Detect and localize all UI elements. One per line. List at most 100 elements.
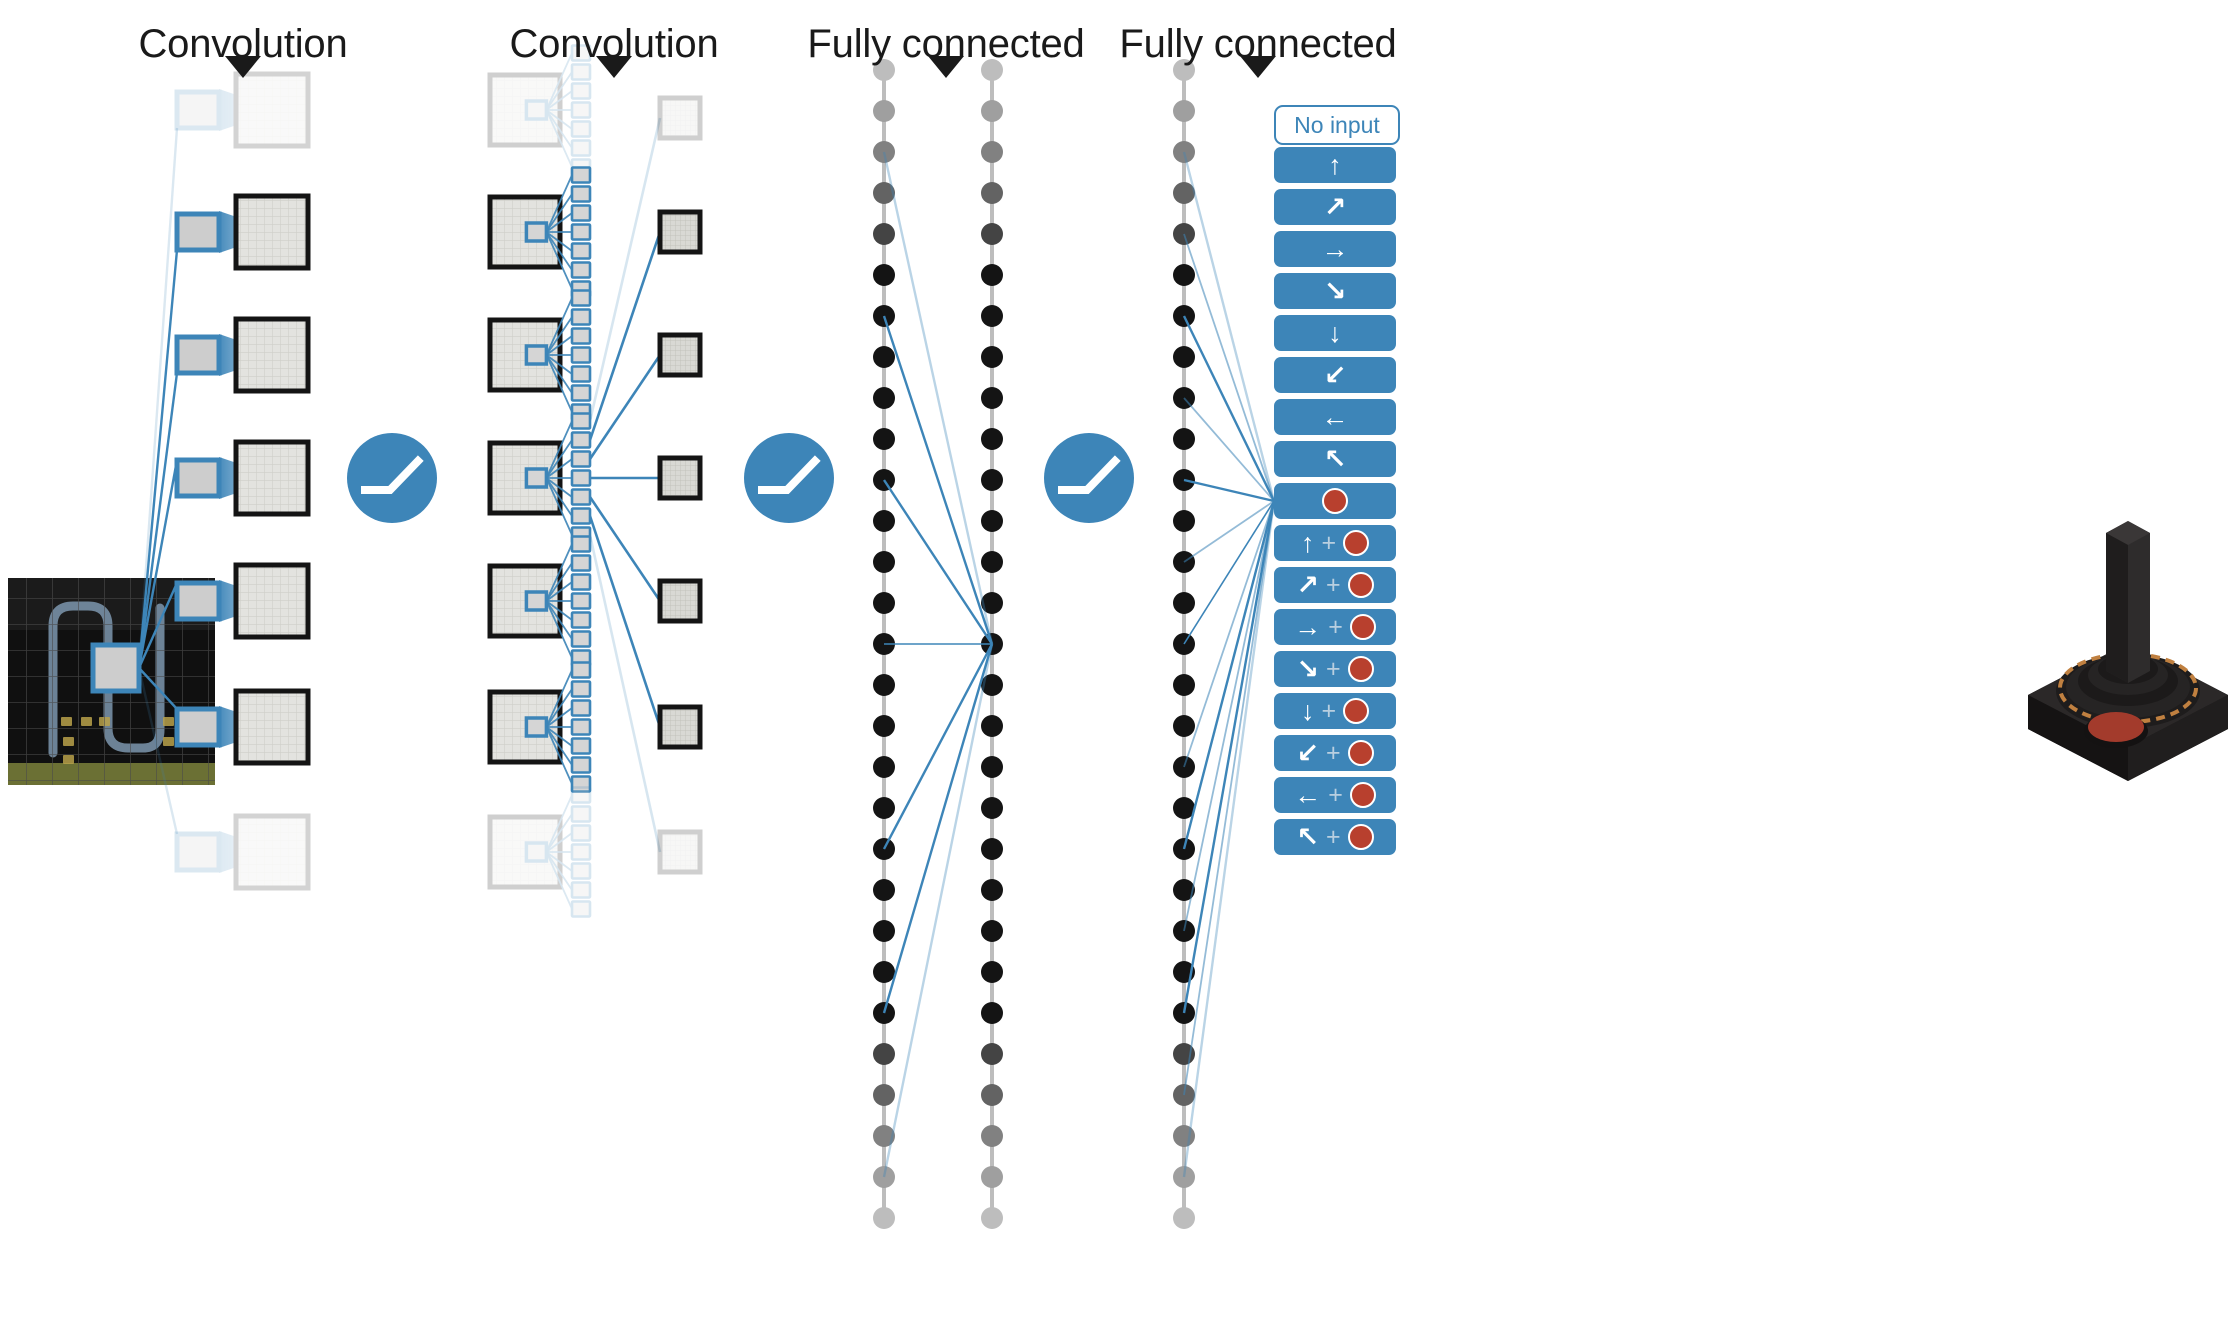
fc-to-action-link	[1183, 500, 1275, 563]
conv2-column-cell	[570, 699, 592, 717]
conv2-column-cell	[570, 718, 592, 736]
plus-symbol: +	[1326, 822, 1341, 851]
action-button-arrow-down-left-fire-icon[interactable]: ↙+	[1274, 735, 1396, 771]
fire-button-icon	[1347, 656, 1374, 682]
conv2-column-cell	[570, 900, 592, 918]
conv2-column-cell	[570, 881, 592, 899]
action-button-arrow-up-left-fire-icon[interactable]: ↖+	[1274, 819, 1396, 855]
action-button-arrow-up-fire-icon[interactable]: ↑+	[1274, 525, 1396, 561]
fc-link	[882, 315, 994, 645]
conv2-column-cell	[570, 805, 592, 823]
fc-neuron	[873, 182, 895, 204]
conv2-unit	[487, 535, 592, 667]
fc-neuron	[873, 674, 895, 696]
action-button-arrow-up-icon[interactable]: ↑	[1274, 147, 1396, 183]
conv2-column-cell	[570, 775, 592, 793]
fc-neuron	[1173, 674, 1195, 696]
conv1-unit	[174, 71, 311, 149]
relu-activation-icon	[1044, 433, 1134, 523]
conv2-output-map	[657, 704, 703, 750]
fc-neuron	[981, 838, 1003, 860]
fc-neuron	[873, 1166, 895, 1188]
action-button-arrow-up-right-fire-icon[interactable]: ↗+	[1274, 567, 1396, 603]
receptive-field-patch	[90, 642, 142, 694]
fc-neuron	[1173, 100, 1195, 122]
fc-neuron	[981, 100, 1003, 122]
fc-neuron	[873, 387, 895, 409]
conv2-column-cell	[570, 82, 592, 100]
fc-link	[882, 151, 994, 645]
action-button-arrow-down-right-fire-icon[interactable]: ↘+	[1274, 651, 1396, 687]
conv2-unit	[487, 412, 592, 544]
fc-to-action-link	[1183, 233, 1275, 502]
conv2-unit	[487, 44, 592, 176]
conv2-inner-patch	[524, 841, 549, 863]
conv2-column-cell	[570, 737, 592, 755]
arrow-right-fire-icon: →	[1294, 611, 1322, 642]
conv1-input-patch	[174, 211, 222, 253]
conv1-input-patch	[174, 334, 222, 376]
fire-button-icon	[1349, 614, 1376, 640]
fc-neuron	[981, 1166, 1003, 1188]
triangle-down-icon	[928, 56, 964, 78]
conv2-inner-patch	[524, 221, 549, 243]
conv2-column-cell	[570, 611, 592, 629]
action-button-arrow-down-left-icon[interactable]: ↙	[1274, 357, 1396, 393]
fc-to-action-link	[1182, 500, 1276, 1178]
fc-neuron	[981, 1125, 1003, 1147]
conv2-unit	[487, 661, 592, 793]
action-button-arrow-right-icon[interactable]: →	[1274, 231, 1396, 267]
fc-neuron	[981, 346, 1003, 368]
fc-neuron	[873, 1043, 895, 1065]
arrow-down-right-icon: ↘	[1323, 275, 1347, 306]
fc-neuron	[873, 510, 895, 532]
action-button-arrow-up-right-icon[interactable]: ↗	[1274, 189, 1396, 225]
action-button-arrow-down-right-icon[interactable]: ↘	[1274, 273, 1396, 309]
fc-link	[882, 643, 994, 1178]
conv2-column-cell	[570, 289, 592, 307]
action-button-arrow-up-left-icon[interactable]: ↖	[1274, 441, 1396, 477]
fc-neuron	[981, 674, 1003, 696]
plus-symbol: +	[1328, 780, 1343, 809]
conv2-inner-patch	[524, 344, 549, 366]
fc-to-action-link	[1182, 315, 1276, 502]
conv2-output-map	[657, 332, 703, 378]
input-to-conv1-links	[137, 127, 179, 835]
conv2-column-cell	[570, 450, 592, 468]
fc-neuron	[981, 469, 1003, 491]
action-button-arrow-down-icon[interactable]: ↓	[1274, 315, 1396, 351]
fire-button-icon	[1349, 782, 1376, 808]
fc-to-action-link	[1183, 500, 1275, 768]
action-button-arrow-left-icon[interactable]: ←	[1274, 399, 1396, 435]
fc-neuron	[873, 100, 895, 122]
conv2-column-cell	[570, 308, 592, 326]
no-input-label: No input	[1294, 111, 1380, 138]
conv1-input-patch	[174, 89, 222, 131]
conv2-inner-patch	[524, 99, 549, 121]
fire-button-icon	[1322, 488, 1348, 514]
action-button-arrow-left-fire-icon[interactable]: ←+	[1274, 777, 1396, 813]
fc-neuron	[1173, 141, 1195, 163]
fc-to-actions-links	[1182, 151, 1276, 1178]
conv1-input-patch	[174, 706, 222, 748]
action-button-arrow-right-fire-icon[interactable]: →+	[1274, 609, 1396, 645]
action-button-fire-button-icon[interactable]	[1274, 483, 1396, 519]
conv1-to-conv2-links	[588, 117, 662, 853]
action-button-no-input-badge[interactable]: No input	[1274, 105, 1400, 145]
fc-neuron	[873, 1084, 895, 1106]
fc-neuron	[1173, 59, 1195, 81]
conv2-output-map	[657, 829, 703, 875]
fc-neuron	[873, 346, 895, 368]
conv1-feature-map	[233, 688, 311, 766]
layer-title-4: Fully connected	[1119, 22, 1397, 66]
conv2-unit	[487, 166, 592, 298]
fc-neuron	[1173, 510, 1195, 532]
conv2-layer-group	[487, 44, 703, 918]
action-button-arrow-down-fire-icon[interactable]: ↓+	[1274, 693, 1396, 729]
plus-symbol: +	[1326, 570, 1341, 599]
fc-neuron	[873, 715, 895, 737]
conv2-output-map	[657, 455, 703, 501]
arrow-down-icon: ↓	[1328, 317, 1342, 348]
